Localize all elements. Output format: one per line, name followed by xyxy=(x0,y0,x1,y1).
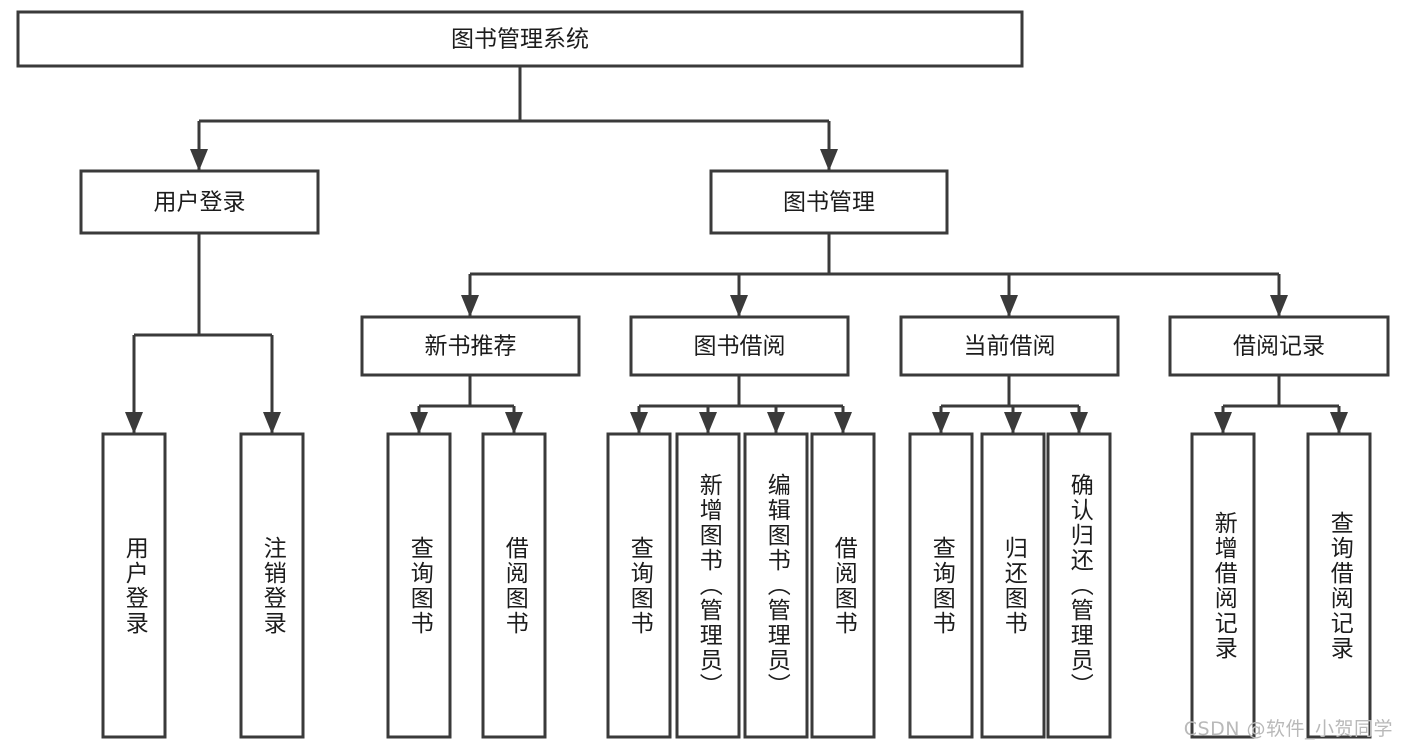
arrow-to-level3-2 xyxy=(1000,295,1018,317)
level2-node-1-label: 图书管理 xyxy=(783,190,875,216)
root-node-图书管理系统-label: 图书管理系统 xyxy=(451,27,589,53)
leaf-node-8-box[interactable] xyxy=(908,432,974,739)
level3-node-2-label: 当前借阅 xyxy=(964,334,1056,360)
level3-node-3-label: 借阅记录 xyxy=(1233,334,1325,360)
leaf-node-5-box[interactable] xyxy=(675,432,741,739)
leaf-node-7-box[interactable] xyxy=(810,432,876,739)
arrow-to-leaf-9 xyxy=(1004,412,1022,434)
arrow-to-level2-0 xyxy=(190,149,208,171)
level3-node-1-label: 图书借阅 xyxy=(694,334,786,360)
arrow-to-leaf-8 xyxy=(932,412,950,434)
leaf-node-4-box[interactable] xyxy=(606,432,672,739)
level2-node-0-box[interactable] xyxy=(79,169,320,235)
arrow-to-level3-1 xyxy=(730,295,748,317)
leaf-node-9-box[interactable] xyxy=(980,432,1046,739)
arrow-to-leaf-2 xyxy=(410,412,428,434)
watermark: CSDN @软件_小贺同学 xyxy=(1183,718,1393,740)
leaf-node-10-box[interactable] xyxy=(1046,432,1112,739)
arrow-to-leaf-3 xyxy=(505,412,523,434)
level3-node-0-label: 新书推荐 xyxy=(425,334,517,360)
root-node-图书管理系统-box[interactable] xyxy=(16,10,1024,68)
leaf-node-2-box[interactable] xyxy=(386,432,452,739)
arrow-to-leaf-4 xyxy=(630,412,648,434)
level3-node-3-box[interactable] xyxy=(1168,315,1390,377)
arrow-to-leaf-6 xyxy=(767,412,785,434)
level2-node-1-box[interactable] xyxy=(709,169,949,235)
level3-node-0-box[interactable] xyxy=(360,315,581,377)
arrow-to-leaf-12 xyxy=(1330,412,1348,434)
arrow-to-leaf-7 xyxy=(834,412,852,434)
leaf-node-6-box[interactable] xyxy=(743,432,809,739)
node-box-layer xyxy=(16,10,1390,739)
leaf-node-11-box[interactable] xyxy=(1190,432,1256,739)
connector-layer xyxy=(125,66,1348,434)
arrow-to-leaf-1 xyxy=(263,412,281,434)
arrow-to-leaf-0 xyxy=(125,412,143,434)
level3-node-2-box[interactable] xyxy=(899,315,1120,377)
arrow-to-leaf-5 xyxy=(699,412,717,434)
leaf-node-12-box[interactable] xyxy=(1306,432,1372,739)
arrow-to-leaf-10 xyxy=(1070,412,1088,434)
arrow-to-level2-1 xyxy=(820,149,838,171)
leaf-node-3-box[interactable] xyxy=(481,432,547,739)
arrow-to-leaf-11 xyxy=(1214,412,1232,434)
arrow-to-level3-3 xyxy=(1270,295,1288,317)
level3-node-1-box[interactable] xyxy=(629,315,850,377)
level2-node-0-label: 用户登录 xyxy=(154,190,246,216)
arrow-to-level3-0 xyxy=(461,295,479,317)
leaf-node-0-box[interactable] xyxy=(101,432,167,739)
leaf-node-1-box[interactable] xyxy=(239,432,305,739)
